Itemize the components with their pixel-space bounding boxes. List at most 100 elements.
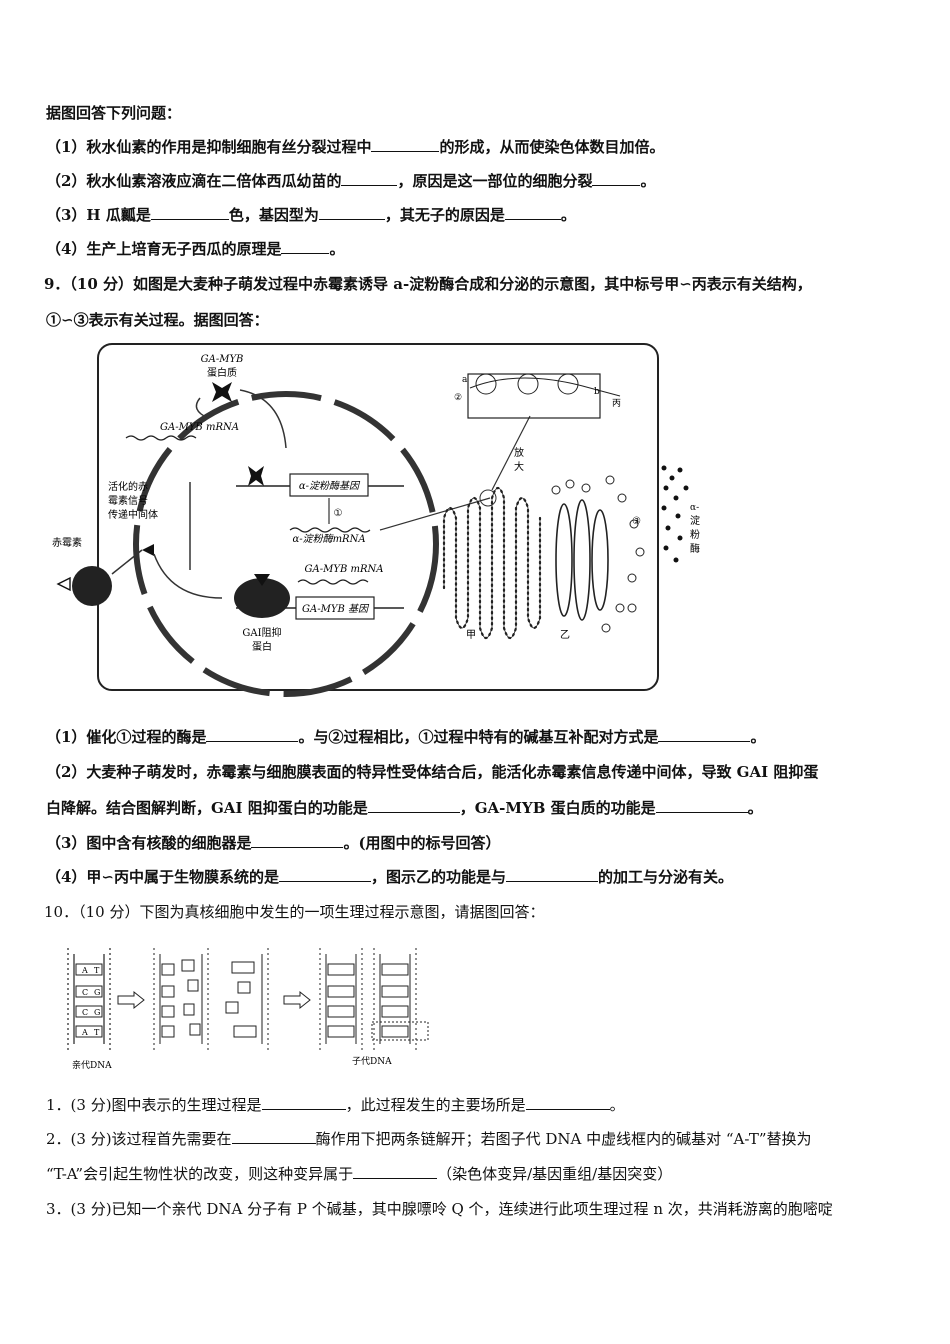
label-process-3: ③: [632, 516, 641, 527]
vesicles: [551, 475, 645, 633]
ribosome-1: [475, 373, 497, 395]
base-t: T: [94, 1028, 100, 1037]
answer-blank[interactable]: [371, 137, 440, 152]
answer-blank[interactable]: [367, 798, 460, 813]
q9-sub2-mid: ，GA-MYB 蛋白质的功能是: [459, 799, 656, 817]
answer-blank[interactable]: [318, 205, 385, 220]
q10-sub2b: “T-A”会引起生物性状的改变，则这种变异属于 （染色体变异/基因重组/基因突变）: [46, 1164, 906, 1184]
answer-blank[interactable]: [231, 1129, 316, 1144]
answer-blank[interactable]: [658, 727, 751, 742]
label-parent-dna: 亲代DNA: [72, 1059, 112, 1071]
q8-sub2-pre: （2）秋水仙素溶液应滴在二倍体西瓜幼苗的: [46, 172, 342, 190]
label-alpha-gene: α-淀粉酶基因: [299, 480, 361, 492]
label-gamyb-mrna-lower: GA-MYB mRNA: [305, 564, 384, 575]
section-intro: 据图回答下列问题：: [46, 104, 182, 122]
q9-sub1: （1）催化①过程的酶是。与②过程相比，①过程中特有的碱基互补配对方式是。: [46, 727, 906, 747]
golgi-1: [555, 503, 573, 617]
enlarge-circle: [479, 489, 497, 507]
label-enlarge-2: 大: [514, 460, 524, 473]
answer-blank[interactable]: [506, 867, 599, 882]
answer-blank[interactable]: [353, 1164, 438, 1179]
q8-sub1-pre: （1）秋水仙素的作用是抑制细胞有丝分裂过程中: [46, 138, 372, 156]
label-process-1: ①: [334, 508, 343, 519]
gibberellin-diagram: GA-MYB 蛋白质 GA-MYB mRNA 活化的赤 霉素信号 传递中间体 赤…: [52, 343, 700, 697]
dna-panel-nucleotides: [225, 948, 269, 1050]
label-activated-3: 传递中间体: [108, 508, 158, 521]
answer-blank[interactable]: [150, 205, 229, 220]
label-gai-2: 蛋白: [252, 640, 272, 653]
dna-panel-unwinding: [153, 948, 209, 1050]
q9-sub2-line2: 白降解。结合图解判断，GAI 阻抑蛋白的功能是，GA-MYB 蛋白质的功能是。: [46, 798, 906, 818]
rough-er-line: [443, 487, 541, 639]
base-t: T: [94, 966, 100, 975]
label-gamyb-protein: GA-MYB: [201, 354, 244, 365]
q9-sub4: （4）甲∽丙中属于生物膜系统的是，图示乙的功能是与的加工与分泌有关。: [46, 867, 906, 887]
q10-sub2: 2．(3 分)该过程首先需要在 酶作用下把两条链解开；若图子代 DNA 中虚线框内…: [46, 1129, 906, 1149]
q10-sub1: 1．(3 分)图中表示的生理过程是，此过程发生的主要场所是。: [46, 1095, 906, 1115]
ribosome-2: [517, 373, 539, 395]
answer-blank[interactable]: [206, 727, 299, 742]
answer-blank[interactable]: [261, 1095, 346, 1110]
ribosome-3: [557, 373, 579, 395]
q8-sub3-pre: （3）H 瓜瓤是: [46, 206, 151, 224]
q8-sub1: （1）秋水仙素的作用是抑制细胞有丝分裂过程中的形成，从而使染色体数目加倍。: [46, 137, 906, 157]
answer-blank[interactable]: [655, 798, 748, 813]
intermediate-icon: [142, 544, 154, 556]
arrow-receptor: [111, 549, 143, 575]
answer-blank[interactable]: [341, 171, 398, 186]
q9-sub1-mid: 。与②过程相比，①过程中特有的碱基互补配对方式是: [298, 728, 659, 746]
gamyb-bound-icon: [248, 466, 264, 486]
label-yi: 乙: [560, 629, 570, 641]
q10-sub2b-post: （染色体变异/基因重组/基因突变）: [437, 1165, 673, 1183]
answer-blank[interactable]: [281, 239, 330, 254]
q10-sub2b-pre: “T-A”会引起生物性状的改变，则这种变异属于: [46, 1165, 354, 1183]
golgi-2: [573, 499, 591, 621]
q9-sub3-post: 。(用图中的标号回答）: [343, 834, 501, 852]
answer-blank[interactable]: [504, 205, 561, 220]
answer-blank[interactable]: [279, 867, 372, 882]
gamyb-protein-icon: [212, 382, 232, 402]
base-c: C: [82, 1008, 88, 1017]
q10-sub2-post: 酶作用下把两条链解开；若图子代 DNA 中虚线框内的碱基对 “A-T”替换为: [315, 1130, 812, 1148]
gamyb-gene-box: [295, 596, 375, 620]
label-gamyb-mrna: GA-MYB mRNA: [160, 422, 239, 433]
enzyme-dots: [661, 465, 689, 563]
label-alpha-mrna: α-淀粉酶mRNA: [292, 533, 365, 545]
label-enzyme-4: 酶: [690, 542, 700, 555]
q8-sub4-pre: （4）生产上培育无子西瓜的原理是: [46, 240, 282, 258]
q9-sub3-pre: （3）图中含有核酸的细胞器是: [46, 834, 252, 852]
golgi-3: [591, 509, 609, 611]
base-g: G: [94, 1008, 100, 1017]
enlarged-box: [467, 373, 601, 419]
label-bing: 丙: [612, 398, 621, 409]
gai-marker-icon: [254, 574, 270, 586]
answer-blank[interactable]: [525, 1095, 610, 1110]
q8-sub3-mid2: ，其无子的原因是: [384, 206, 505, 224]
dna-panel-daughter: [319, 948, 429, 1050]
mrna-wave-top: [125, 435, 197, 441]
label-enzyme-1: α-: [690, 503, 699, 513]
arrow-mrna-to-protein: [195, 397, 209, 419]
answer-blank[interactable]: [592, 171, 641, 186]
arrow-protein-to-gene: [239, 389, 287, 449]
label-process-2: ②: [454, 393, 462, 403]
q8-sub4: （4）生产上培育无子西瓜的原理是 。: [46, 239, 906, 259]
q8-sub4-post: 。: [329, 240, 345, 258]
nucleus-envelope: [133, 391, 439, 697]
q10-stem: 10．（10 分）下图为真核细胞中发生的一项生理过程示意图，请据图回答：: [44, 903, 545, 921]
base-a: A: [81, 1028, 88, 1037]
q10-sub2-pre: 2．(3 分)该过程首先需要在: [46, 1130, 232, 1148]
label-b: b: [594, 387, 600, 397]
arrow-1: [117, 990, 145, 1010]
q10-sub1-post: 。: [609, 1096, 625, 1114]
answer-blank[interactable]: [251, 833, 344, 848]
q8-sub3: （3）H 瓜瓤是色，基因型为，其无子的原因是。: [46, 205, 906, 225]
q9-stem-line2: ①∽③表示有关过程。据图回答：: [46, 311, 269, 329]
q9-sub2-post: 。: [747, 799, 763, 817]
q9-sub1-pre: （1）催化①过程的酶是: [46, 728, 207, 746]
label-enlarge-1: 放: [514, 446, 524, 459]
cell-outline: [97, 343, 659, 691]
label-gai-1: GAI阻抑: [242, 627, 281, 639]
